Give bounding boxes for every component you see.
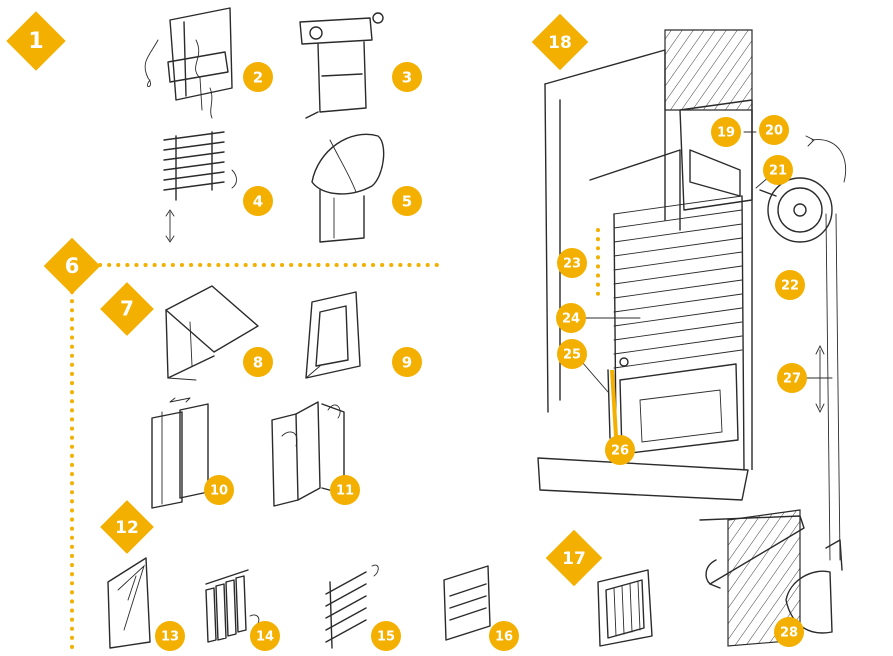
marker-7: 7 [100, 282, 154, 336]
triangle-shade-sketch [108, 558, 150, 648]
marker-4: 4 [243, 186, 273, 216]
svg-text:3: 3 [402, 69, 412, 87]
marker-21: 21 [763, 155, 793, 185]
fixed-louvres-sketch [444, 566, 490, 640]
svg-text:21: 21 [769, 164, 787, 179]
marker-11: 11 [330, 475, 360, 505]
marker-2: 2 [243, 62, 273, 92]
marker-8: 8 [243, 347, 273, 377]
marker-14: 14 [250, 621, 280, 651]
svg-text:5: 5 [402, 193, 412, 211]
svg-text:22: 22 [781, 279, 799, 294]
svg-text:18: 18 [548, 33, 572, 53]
svg-text:11: 11 [336, 484, 354, 499]
svg-text:15: 15 [377, 630, 395, 645]
marker-3: 3 [392, 62, 422, 92]
svg-text:4: 4 [253, 193, 263, 211]
svg-text:23: 23 [563, 257, 581, 272]
marker-12: 12 [100, 500, 154, 554]
svg-text:20: 20 [765, 124, 783, 139]
svg-text:28: 28 [780, 626, 798, 641]
svg-text:7: 7 [120, 297, 134, 321]
marker-16: 16 [489, 621, 519, 651]
svg-text:25: 25 [563, 348, 581, 363]
marker-17: 17 [546, 530, 603, 587]
roller-blind-sketch [145, 8, 232, 118]
svg-text:6: 6 [65, 254, 80, 278]
svg-text:1: 1 [28, 29, 43, 54]
svg-text:13: 13 [161, 630, 179, 645]
marker-9: 9 [392, 347, 422, 377]
svg-text:10: 10 [210, 484, 228, 499]
svg-text:9: 9 [402, 354, 412, 372]
marker-25: 25 [557, 339, 587, 369]
marker-22: 22 [775, 270, 805, 300]
svg-text:24: 24 [562, 312, 580, 327]
shutter-box-sketch [300, 13, 383, 118]
dome-awning-sketch [312, 134, 384, 242]
louvre-slats-sketch [326, 565, 378, 648]
recessed-frame-sketch [306, 292, 360, 378]
marker-1: 1 [6, 11, 65, 70]
window-grille-sketch [598, 570, 652, 646]
svg-text:19: 19 [717, 126, 735, 141]
marker-26: 26 [605, 435, 635, 465]
svg-text:14: 14 [256, 630, 274, 645]
marker-19: 19 [711, 117, 741, 147]
svg-text:16: 16 [495, 630, 513, 645]
svg-text:2: 2 [253, 69, 263, 87]
svg-text:26: 26 [611, 444, 629, 459]
marker-24: 24 [556, 303, 586, 333]
svg-text:8: 8 [253, 354, 263, 372]
venetian-blind-sketch [164, 132, 237, 242]
marker-10: 10 [204, 475, 234, 505]
sliding-panels-sketch [152, 398, 208, 508]
marker-13: 13 [155, 621, 185, 651]
marker-18: 18 [532, 14, 589, 71]
svg-text:27: 27 [783, 372, 801, 387]
marker-6: 6 [44, 238, 101, 295]
marker-28: 28 [774, 617, 804, 647]
marker-27: 27 [777, 363, 807, 393]
marker-5: 5 [392, 186, 422, 216]
marker-15: 15 [371, 621, 401, 651]
marker-23: 23 [557, 248, 587, 278]
svg-text:12: 12 [115, 518, 139, 538]
svg-text:17: 17 [562, 549, 586, 569]
marker-20: 20 [759, 115, 789, 145]
